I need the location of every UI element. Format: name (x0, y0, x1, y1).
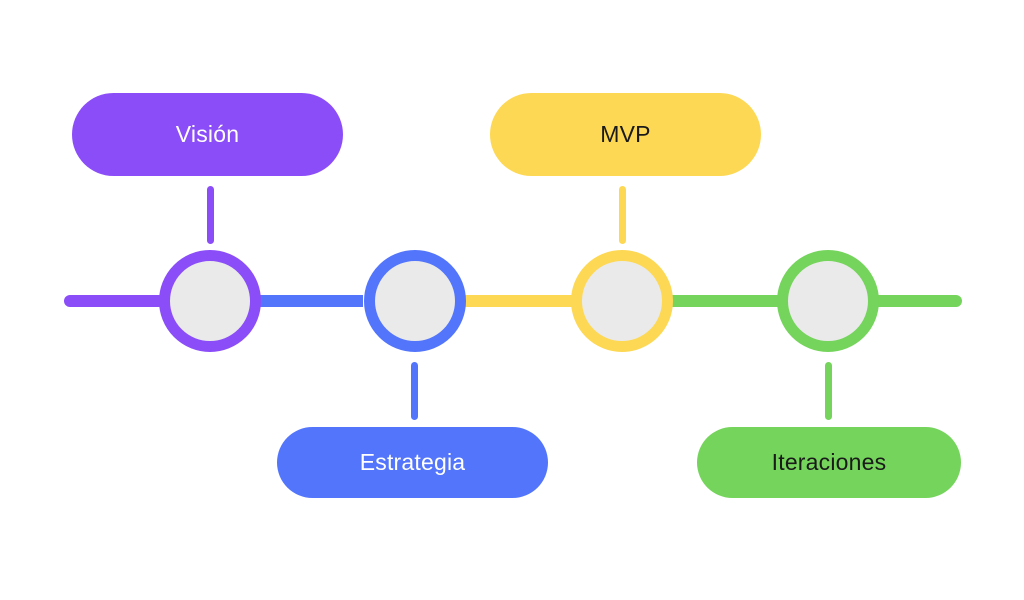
label-pill-estrategia[interactable]: Estrategia (277, 427, 548, 498)
stem-iteraciones (825, 362, 832, 420)
label-pill-iteraciones[interactable]: Iteraciones (697, 427, 961, 498)
label-text-vision: Visión (175, 121, 240, 147)
label-pill-vision[interactable]: Visión (72, 93, 343, 176)
stem-vision (207, 186, 214, 244)
milestone-node-vision[interactable] (159, 250, 261, 352)
track-segment-vision-to-estrategia (256, 295, 363, 307)
track-segment-mvp-to-iteraciones (669, 295, 779, 307)
label-pill-mvp[interactable]: MVP (490, 93, 761, 176)
milestone-node-iteraciones[interactable] (777, 250, 879, 352)
milestone-node-mvp[interactable] (571, 250, 673, 352)
track-segment-lead-in-stub (64, 295, 164, 307)
stem-estrategia (411, 362, 418, 420)
label-text-mvp: MVP (600, 121, 651, 147)
milestone-node-estrategia[interactable] (364, 250, 466, 352)
label-text-iteraciones: Iteraciones (771, 449, 887, 475)
track-segment-estrategia-to-mvp (462, 295, 572, 307)
label-text-estrategia: Estrategia (359, 449, 466, 475)
track-segment-lead-out-stub (874, 295, 962, 307)
stem-mvp (619, 186, 626, 244)
